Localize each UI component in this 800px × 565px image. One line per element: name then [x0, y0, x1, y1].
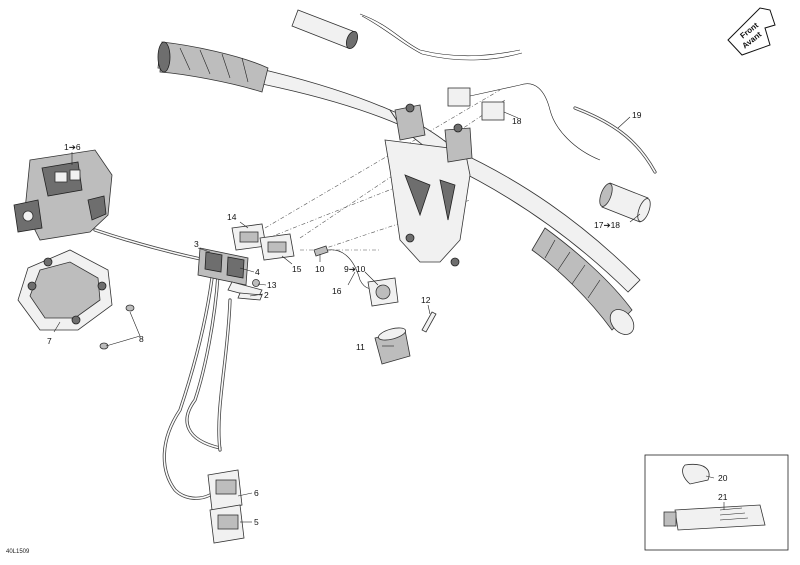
nut-13	[252, 279, 260, 287]
callout-6: 6	[254, 488, 259, 498]
left-grip	[157, 41, 269, 93]
connector-5	[209, 504, 245, 544]
callout-15: 15	[292, 264, 302, 274]
callouts: 1➔6 3 4 13 2 6 5 7 8 9➔10 10 11 12 14 15…	[47, 110, 728, 527]
grip-heater-17	[599, 182, 651, 223]
callout-13: 13	[267, 280, 277, 290]
callout-18: 18	[512, 116, 522, 126]
switch-housing	[13, 149, 113, 241]
callout-9-10: 9➔10	[344, 264, 366, 274]
callout-2: 2	[264, 290, 269, 300]
callout-17-18: 17➔18	[594, 220, 620, 230]
connector-14	[231, 223, 267, 251]
callout-16: 16	[332, 286, 342, 296]
callout-12: 12	[421, 295, 431, 305]
callout-3: 3	[194, 239, 199, 249]
callout-19: 19	[632, 110, 642, 120]
connector-block-3-4	[197, 247, 263, 299]
front-arrow-icon: Front Avant	[727, 7, 776, 56]
connector-18-assembly	[447, 83, 601, 161]
reference-code: 40L1509	[6, 549, 30, 555]
callout-10: 10	[315, 264, 325, 274]
kit-box	[644, 454, 789, 551]
pin-12	[421, 311, 437, 333]
back-cover-7	[17, 249, 113, 331]
connector-15	[259, 233, 295, 261]
callout-7: 7	[47, 336, 52, 346]
screws-8	[99, 304, 135, 350]
callout-11: 11	[356, 342, 365, 352]
callout-1-6: 1➔6	[64, 142, 81, 152]
callout-20: 20	[718, 473, 728, 483]
callout-4: 4	[255, 267, 260, 277]
pin-10	[313, 245, 329, 257]
callout-8: 8	[139, 334, 144, 344]
right-grip	[531, 227, 635, 335]
callout-21: 21	[718, 492, 728, 502]
throttle-cable	[291, 9, 523, 61]
cable-19	[573, 106, 657, 174]
callout-leaders	[53, 111, 725, 523]
callout-5: 5	[254, 517, 259, 527]
connector-6	[207, 469, 243, 511]
handlebar-riser	[384, 103, 473, 267]
sensor-9	[327, 249, 399, 307]
callout-14: 14	[227, 212, 237, 222]
cap-11	[374, 327, 411, 365]
clip-2	[237, 292, 263, 301]
